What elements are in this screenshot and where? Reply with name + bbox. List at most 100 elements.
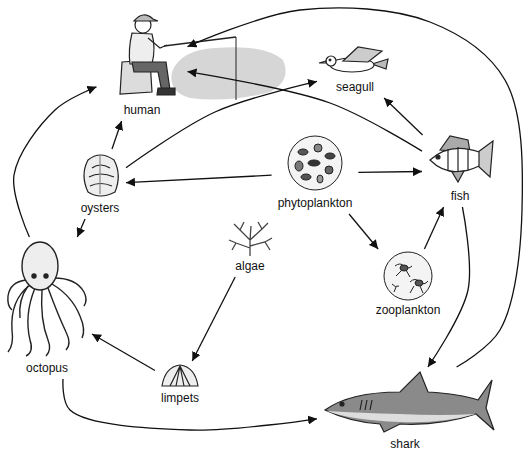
octopus-figure-part <box>44 274 48 278</box>
seagull-figure-part <box>343 47 382 62</box>
octopus-figure-part <box>8 285 30 352</box>
octopus-figure <box>8 242 86 356</box>
picture-space <box>225 222 275 256</box>
algae-figure-part <box>229 222 272 256</box>
organism-label: seagull <box>336 80 374 94</box>
phytoplankton-figure-part <box>288 136 342 190</box>
organism-node: shark <box>320 370 490 452</box>
human-figure-part <box>129 33 154 64</box>
food-arrow <box>63 379 317 430</box>
rock-and-line <box>164 37 286 100</box>
fish-figure-part <box>452 171 464 182</box>
seagull-figure <box>319 47 388 72</box>
organism-label: human <box>124 103 161 117</box>
zooplankton-figure-part <box>395 264 412 277</box>
picture-space <box>425 138 495 186</box>
organism-label: fish <box>451 189 470 203</box>
octopus-figure-part <box>52 284 84 338</box>
food-arrow <box>112 121 122 149</box>
food-arrow <box>188 72 423 152</box>
oyster-figure-part <box>99 156 100 194</box>
octopus-figure-part <box>26 288 35 356</box>
human-figure-part <box>148 38 167 48</box>
phytoplankton-figure-part <box>308 160 320 166</box>
shark-figure-part <box>340 402 344 406</box>
food-arrow <box>424 207 443 249</box>
food-arrow <box>349 214 378 249</box>
fish-figure <box>430 136 493 182</box>
picture-space <box>5 240 89 358</box>
phytoplankton-figure-part <box>301 174 311 180</box>
picture-space <box>373 252 444 300</box>
food-arrow <box>192 277 235 361</box>
organism-node: phytoplankton <box>275 135 356 211</box>
organism-label: octopus <box>26 361 68 375</box>
organism-node: oysters <box>77 152 123 216</box>
zooplankton-figure-part <box>384 252 432 300</box>
limpet-figure-part <box>162 365 198 386</box>
seagull-figure-part <box>329 59 331 61</box>
phytoplankton-figure-part <box>295 161 303 171</box>
food-arrow <box>77 219 85 237</box>
phytoplankton-figure-part <box>325 153 335 159</box>
organism-node: seagull <box>320 45 390 95</box>
shark-figure <box>325 372 494 432</box>
human-figure-part <box>157 88 175 95</box>
phytoplankton-figure-part <box>317 175 323 183</box>
human-figure-part <box>134 15 158 21</box>
octopus-figure-part <box>20 286 28 318</box>
picture-space <box>320 45 390 77</box>
fish-figure-part <box>478 141 493 177</box>
phytoplankton-figure <box>288 136 342 190</box>
octopus-figure-part <box>22 242 58 290</box>
oyster-figure-part <box>89 174 114 177</box>
food-arrow <box>126 175 272 182</box>
organism-node: human <box>100 5 185 118</box>
fish-figure-part <box>448 147 468 172</box>
zooplankton-figure <box>384 252 432 300</box>
oyster-figure-part <box>84 155 118 196</box>
seagull-figure-part <box>326 56 336 66</box>
rock-and-line-part <box>171 47 285 99</box>
organism-label: algae <box>235 259 264 273</box>
organism-node: algae <box>225 222 275 274</box>
organism-node: limpets <box>158 364 202 406</box>
organism-node: fish <box>425 138 495 204</box>
shark-figure-part <box>325 372 494 432</box>
algae-figure <box>229 222 272 256</box>
phytoplankton-figure-part <box>314 144 322 152</box>
fish-figure-part <box>430 148 479 171</box>
rock-and-line-part <box>236 37 237 100</box>
octopus-figure-part <box>54 278 86 306</box>
picture-space <box>100 5 185 100</box>
zooplankton-figure-part <box>392 284 399 292</box>
fish-figure-part <box>436 155 440 159</box>
zooplankton-figure-part <box>415 280 423 286</box>
food-arrow <box>126 81 317 167</box>
picture-space <box>158 364 202 388</box>
octopus-figure-part <box>48 288 69 350</box>
phytoplankton-figure-part <box>298 149 308 155</box>
food-arrow <box>188 8 523 367</box>
seagull-figure-part <box>319 61 326 63</box>
human-figure <box>120 15 175 95</box>
picture-space <box>77 152 123 198</box>
organism-label: phytoplankton <box>278 196 353 210</box>
limpet-figure-part <box>170 366 190 386</box>
oyster-figure <box>84 155 118 196</box>
food-arrow <box>92 334 155 370</box>
octopus-figure-part <box>42 290 50 356</box>
oyster-figure-part <box>92 165 110 168</box>
organism-label: limpets <box>161 391 199 405</box>
organism-label: oysters <box>81 201 120 215</box>
organism-node: zooplankton <box>373 252 444 318</box>
zooplankton-figure-part <box>410 280 428 294</box>
shark-figure-part <box>360 400 372 410</box>
oyster-figure-part <box>90 184 112 187</box>
picture-space <box>275 135 356 193</box>
shark-figure-part <box>327 411 476 422</box>
zooplankton-figure-part <box>400 265 408 271</box>
food-arrow <box>384 98 422 135</box>
